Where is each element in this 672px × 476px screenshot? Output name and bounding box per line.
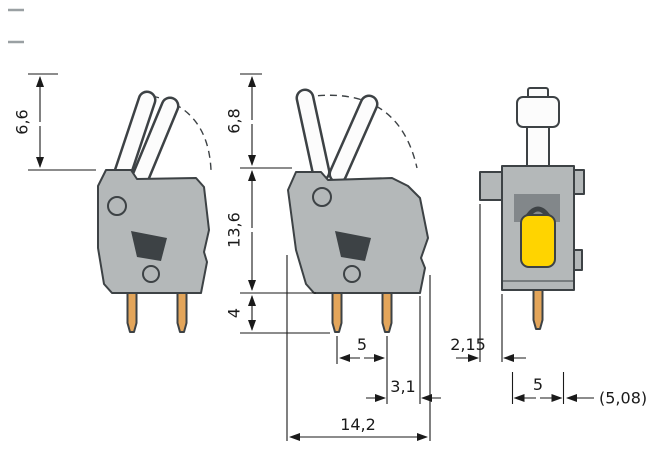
dimension-front-pitch: 5: [511, 372, 565, 404]
dim-label-2-15: 2,15: [450, 335, 486, 354]
dim-label-6-8: 6,8: [225, 108, 244, 133]
lever-cap-front: [516, 96, 560, 128]
dimension-grid-pitch: (5,08): [566, 389, 647, 408]
solder-pin: [331, 292, 343, 333]
dimension-lever-height-closed: 6,6: [13, 73, 96, 171]
dim-label-3-1: 3,1: [390, 377, 415, 396]
mounting-hole: [343, 265, 361, 283]
clamp-opening: [335, 231, 371, 261]
actuation-lever: [295, 88, 379, 184]
dimension-pin-length: 4: [225, 295, 330, 334]
dimension-lever-height-open: 6,8: [225, 73, 292, 169]
push-button: [520, 214, 556, 268]
mounting-hole: [142, 265, 160, 283]
side-tab-left: [479, 171, 504, 201]
dim-label-5-08: (5,08): [599, 389, 647, 408]
lever-neck-front: [526, 126, 550, 168]
dim-label-13-6: 13,6: [225, 212, 244, 248]
lever-swing-arc: [151, 95, 212, 171]
dimension-overall-width: 14,2: [286, 255, 431, 441]
housing-body: [97, 169, 210, 294]
dim-label-14-2: 14,2: [340, 415, 376, 434]
view-front: [479, 87, 585, 330]
clamp-opening: [131, 231, 167, 261]
view-side-open: [287, 88, 429, 333]
solder-pin: [126, 292, 138, 333]
dimension-body-height: 13,6: [225, 170, 316, 294]
mounting-hole: [312, 187, 332, 207]
mounting-hole: [107, 196, 127, 216]
housing-body: [287, 171, 429, 294]
dimension-pin-to-edge: 3,1: [366, 296, 441, 404]
view-side-closed: [97, 90, 212, 333]
solder-pin: [381, 292, 393, 333]
dim-label-6-6: 6,6: [13, 109, 32, 134]
dim-label-4: 4: [225, 308, 244, 318]
dimension-pin-pitch: 5: [336, 335, 388, 404]
lever-swing-arc: [305, 94, 418, 169]
actuation-lever: [113, 90, 180, 186]
dimension-edge-offset: 2,15: [450, 204, 526, 362]
solder-pin: [176, 292, 188, 333]
registration-marks: [8, 8, 24, 44]
solder-pin: [532, 289, 544, 330]
dim-label-5-pitch: 5: [357, 335, 367, 354]
dim-label-5-front: 5: [533, 375, 543, 394]
